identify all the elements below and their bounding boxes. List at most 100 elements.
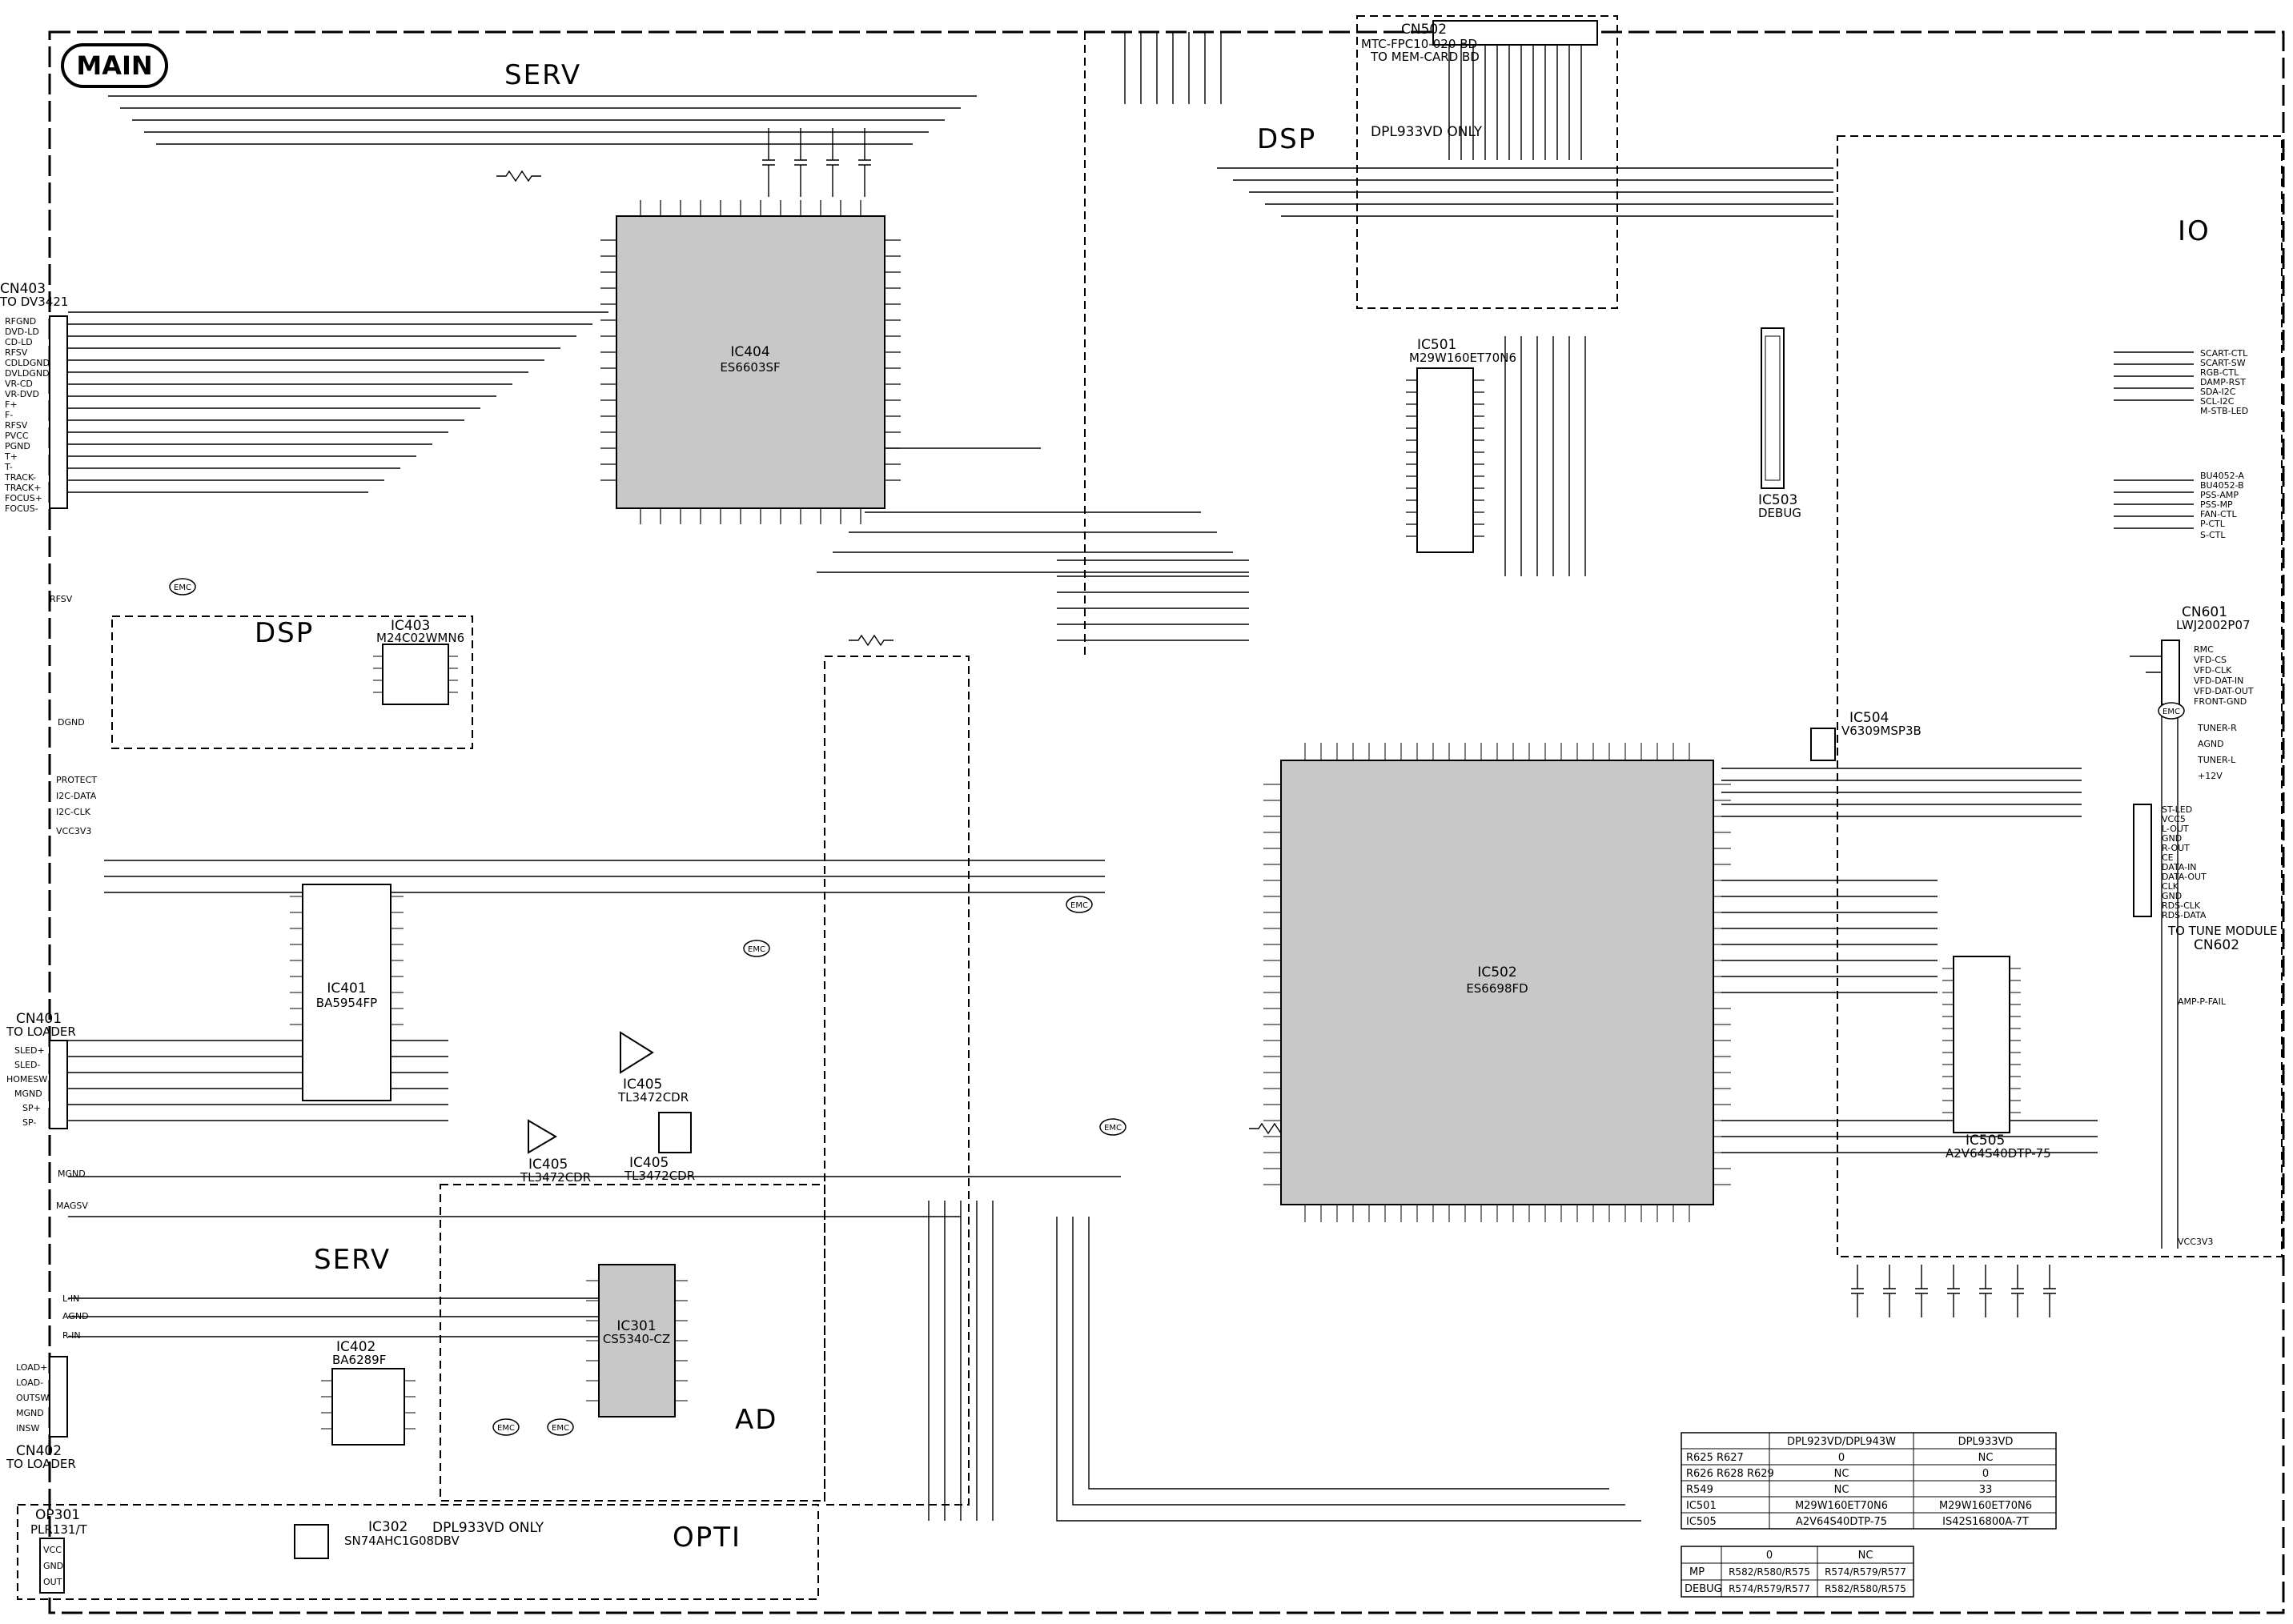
signal-label: SCL-I2C	[2200, 396, 2235, 407]
signal-label: DGND	[58, 717, 85, 728]
table1-cell: IC501	[1686, 1500, 1717, 1512]
op301-pin: GND	[43, 1561, 63, 1571]
signal-label: AGND	[2198, 739, 2224, 749]
chip-ic402-id: IC402	[336, 1339, 375, 1355]
chip-ic301-part: CS5340-CZ	[603, 1332, 670, 1346]
main-badge: MAIN	[61, 43, 168, 88]
cn601-pin: VFD-DAT-OUT	[2194, 686, 2254, 696]
cn401-pin: SLED+	[14, 1045, 45, 1056]
signal-label: PSS-MP	[2200, 499, 2233, 510]
chip-ic504-id: IC504	[1849, 710, 1889, 726]
cn602-pin: GND	[2162, 833, 2182, 844]
emc-tag: EMC	[492, 1418, 520, 1436]
cn402-pin: INSW	[16, 1423, 39, 1434]
signal-label: FAN-CTL	[2200, 509, 2237, 519]
signal-label: AGND	[62, 1311, 89, 1321]
connector-cn401-title: CN401	[16, 1011, 62, 1027]
signal-label: MGND	[58, 1169, 86, 1179]
signal-label: PROTECT	[56, 775, 97, 785]
svg-text:EMC: EMC	[2162, 708, 2180, 716]
dpl933vd-only-note-bottom: DPL933VD ONLY	[432, 1520, 544, 1536]
cn602-pin: R-OUT	[2162, 843, 2190, 853]
connector-cn403: CN403 TO DV3421 RFGND DVD-LD CD-LD RFSV …	[0, 281, 68, 514]
cn403-pin: PGND	[5, 441, 30, 451]
table2-cell: R574/R579/R577	[1729, 1583, 1810, 1594]
cn403-pin: CD-LD	[5, 337, 33, 347]
signal-label: L-IN	[62, 1293, 79, 1304]
chip-ic401-part: BA5954FP	[316, 996, 377, 1010]
connector-op301-title: OP301	[35, 1507, 80, 1523]
section-title-io: IO	[2178, 215, 2211, 247]
emc-tag: EMC	[743, 940, 770, 957]
chip-ic503-part: DEBUG	[1758, 506, 1801, 520]
svg-text:EMC: EMC	[552, 1424, 569, 1433]
signal-label: VCC3V3	[56, 826, 91, 836]
signal-label: BU4052-A	[2200, 471, 2244, 481]
signal-label: RGB-CTL	[2200, 367, 2239, 378]
table2-cell: R582/R580/R575	[1825, 1583, 1906, 1594]
signal-label: SCART-SW	[2200, 358, 2246, 368]
cn401-pin: SP+	[22, 1103, 41, 1113]
cn601-pin: VFD-DAT-IN	[2194, 676, 2243, 686]
cn602-pin: RDS-CLK	[2162, 900, 2201, 911]
cn403-pin: CDLDGND	[5, 358, 50, 368]
mem-card-note: TO MEM-CARD BD	[1370, 50, 1480, 64]
table2-header: 0	[1766, 1550, 1773, 1562]
cn403-pin: TRACK+	[4, 483, 41, 493]
cn401-pin: SP-	[22, 1117, 36, 1128]
section-title-serv-top: SERV	[504, 59, 581, 91]
region-opti	[17, 1504, 819, 1600]
region-mem-card	[1356, 15, 1618, 309]
cn602-pin: CLK	[2162, 881, 2179, 892]
chip-ic501: IC501 M29W160ET70N6	[1406, 337, 1516, 553]
table1-header: DPL933VD	[1958, 1436, 2014, 1448]
cn402-pin: LOAD-	[16, 1377, 43, 1388]
dpl933vd-only-note-top: DPL933VD ONLY	[1371, 124, 1483, 140]
chip-ic405c-id: IC405	[629, 1155, 669, 1171]
cn403-pin: FOCUS+	[5, 493, 42, 503]
table1-cell: NC	[1834, 1484, 1849, 1496]
emc-tag: EMC	[2158, 702, 2185, 720]
signal-label: M-STB-LED	[2200, 406, 2248, 416]
connector-op301-subtitle: PLR131/T	[30, 1522, 88, 1537]
table1-cell: NC	[1834, 1468, 1849, 1480]
cn602-pin: GND	[2162, 891, 2182, 901]
cn403-pin: FOCUS-	[5, 503, 38, 514]
tune-module-note: TO TUNE MODULE	[2167, 924, 2277, 938]
signal-label: S-CTL	[2200, 530, 2226, 540]
chip-ic404-id: IC404	[730, 344, 769, 360]
chip-ic405a-id: IC405	[623, 1077, 662, 1093]
cn403-pin: DVD-LD	[5, 327, 39, 337]
chip-ic402: IC402 BA6289F	[321, 1339, 416, 1446]
cn402-pin: MGND	[16, 1408, 44, 1418]
signal-label: BU4052-B	[2200, 480, 2244, 491]
signal-label: TUNER-R	[2197, 723, 2237, 733]
cn601-pin: VFD-CLK	[2194, 665, 2232, 676]
section-title-serv-bottom: SERV	[314, 1244, 391, 1276]
table1-cell: NC	[1978, 1452, 1994, 1464]
signal-label: SDA-I2C	[2200, 387, 2236, 397]
chip-ic401-id: IC401	[327, 980, 366, 996]
chip-ic502: IC502 ES6698FD	[1263, 743, 1731, 1222]
chip-ic301-id: IC301	[616, 1318, 656, 1334]
region-dsp-small	[111, 616, 473, 749]
connector-cn403-subtitle: TO DV3421	[0, 295, 68, 309]
passive-components	[496, 128, 2056, 1317]
table1-cell: R626 R628 R629	[1686, 1468, 1774, 1480]
emc-tag: EMC	[1099, 1118, 1126, 1136]
chip-ic405-opamp-b: IC405 TL3472CDR	[520, 1119, 591, 1185]
signal-label: I2C-DATA	[56, 791, 97, 801]
table1-cell: IC505	[1686, 1516, 1717, 1528]
cn401-pin: SLED-	[14, 1060, 41, 1070]
cn602-pin: DATA-OUT	[2162, 872, 2207, 882]
section-title-ad: AD	[735, 1404, 777, 1436]
signal-label: SCART-CTL	[2200, 348, 2248, 359]
signal-label: I2C-CLK	[56, 807, 91, 817]
cn403-pin: RFSV	[5, 420, 28, 431]
svg-text:EMC: EMC	[1104, 1124, 1122, 1133]
region-boxes	[17, 15, 2283, 1600]
connector-cn602: ST-LED VCC5 L-OUT GND R-OUT CE DATA-IN D…	[2133, 804, 2277, 953]
signal-label: TUNER-L	[2197, 755, 2236, 765]
cn403-pin: T+	[4, 451, 18, 462]
signal-label: MAGSV	[56, 1201, 88, 1211]
